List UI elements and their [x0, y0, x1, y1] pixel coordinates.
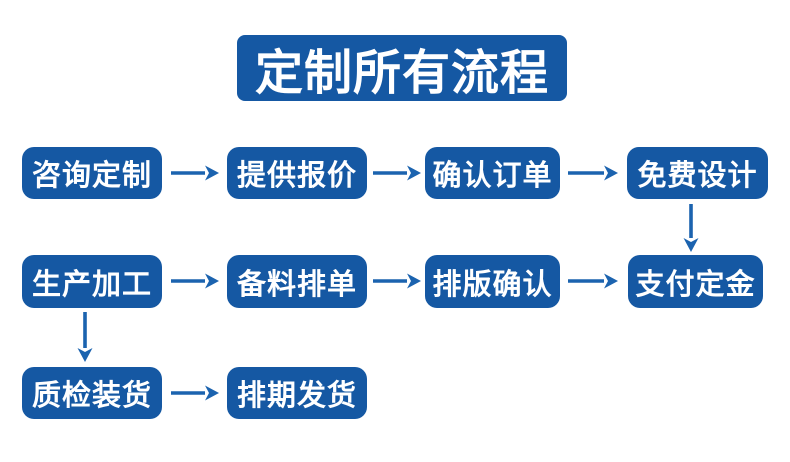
diagram-title: 定制所有流程	[237, 35, 567, 101]
arrow-right-icon	[170, 164, 220, 182]
node-consult-custom: 咨询定制	[22, 147, 162, 199]
arrow-right-icon	[372, 164, 422, 182]
node-free-design: 免费设计	[627, 147, 768, 199]
node-pay-deposit: 支付定金	[628, 255, 763, 308]
arrow-right-icon	[567, 272, 619, 290]
node-ship-schedule: 排期发货	[227, 367, 367, 419]
node-provide-quote: 提供报价	[227, 147, 367, 199]
node-material-scheduling: 备料排单	[227, 255, 367, 308]
arrow-down-icon	[76, 311, 94, 363]
node-production-process: 生产加工	[22, 255, 162, 308]
arrow-right-icon	[170, 384, 220, 402]
node-confirm-order: 确认订单	[425, 147, 560, 199]
arrow-down-icon	[682, 203, 700, 253]
node-qc-loading: 质检装货	[22, 367, 162, 419]
node-layout-confirm: 排版确认	[425, 255, 560, 308]
arrow-right-icon	[372, 272, 422, 290]
arrow-right-icon	[567, 164, 619, 182]
arrow-right-icon	[170, 272, 220, 290]
